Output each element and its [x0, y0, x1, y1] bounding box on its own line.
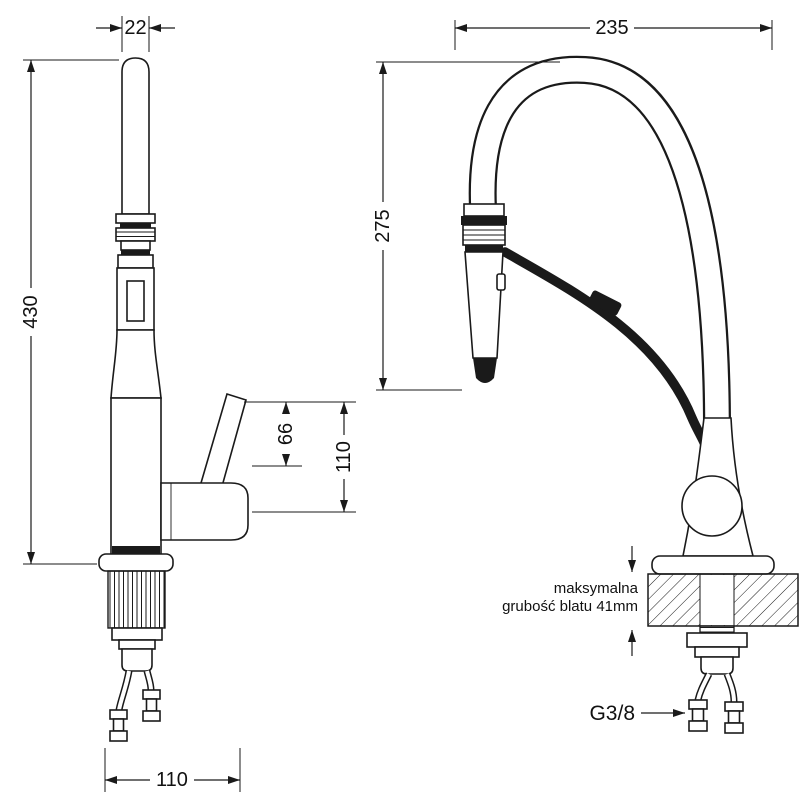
- g38-connector: [688, 720, 708, 732]
- supply-hose-left-right-view: [696, 673, 711, 701]
- left-view: 22 430 66: [20, 16, 356, 792]
- countertop: [647, 573, 799, 627]
- dim-spout-diameter: 22: [96, 16, 175, 52]
- mounting-bracket: [121, 648, 153, 672]
- countertop-thickness-callout: maksymalna grubość blatu 41mm: [502, 546, 639, 656]
- thread-size-callout: G3/8: [589, 702, 685, 725]
- supply-hose-left: [117, 670, 131, 711]
- spray-head: [461, 203, 507, 383]
- hose-connector-left: [109, 730, 128, 742]
- dim-label-22: 22: [124, 17, 146, 39]
- mounting-bracket-right: [700, 656, 734, 675]
- mounting-nut-right: [686, 632, 748, 648]
- supply-hose-right: [145, 670, 153, 691]
- hose-connector-right: [142, 710, 161, 722]
- body-flare: [110, 329, 162, 399]
- dim-reach: 235: [454, 17, 773, 50]
- dim-spout-drop: 275: [372, 61, 560, 391]
- hose-clip: [588, 290, 622, 316]
- display-window: [126, 280, 145, 322]
- dim-label-66: 66: [275, 423, 297, 445]
- right-view: 235 275 maksymalna grubość blatu 41mm G3…: [372, 17, 799, 734]
- ball-joint: [681, 475, 743, 537]
- spout-coupling: [115, 213, 156, 224]
- thread-size-label: G3/8: [589, 702, 635, 725]
- mounting-nut: [111, 627, 163, 641]
- dim-total-height: 430: [20, 59, 119, 565]
- spout-pipe: [121, 57, 150, 215]
- thread-tube: [107, 570, 166, 629]
- dim-head-height: 110: [252, 402, 356, 513]
- dim-lever-height: 66: [244, 401, 356, 467]
- dim-base-depth: 110: [104, 748, 241, 792]
- spray-button: [496, 273, 506, 291]
- dim-label-275: 275: [372, 209, 394, 242]
- dim-label-110-bottom: 110: [156, 769, 188, 791]
- dim-label-110-side: 110: [333, 441, 355, 473]
- faucet-body: [110, 397, 162, 557]
- handle-joint: [160, 482, 249, 541]
- spray-nozzle: [473, 358, 497, 383]
- dim-label-430: 430: [20, 295, 42, 328]
- dim-label-235: 235: [595, 17, 628, 39]
- supply-hose-right-right-view: [725, 673, 736, 703]
- base-flange-right: [651, 555, 775, 575]
- mounting-washer-right: [694, 646, 740, 658]
- mounting-washer: [118, 639, 156, 650]
- countertop-note-line1: maksymalna: [554, 580, 639, 597]
- base-flange: [98, 553, 174, 572]
- countertop-note-line2: grubość blatu 41mm: [502, 598, 638, 615]
